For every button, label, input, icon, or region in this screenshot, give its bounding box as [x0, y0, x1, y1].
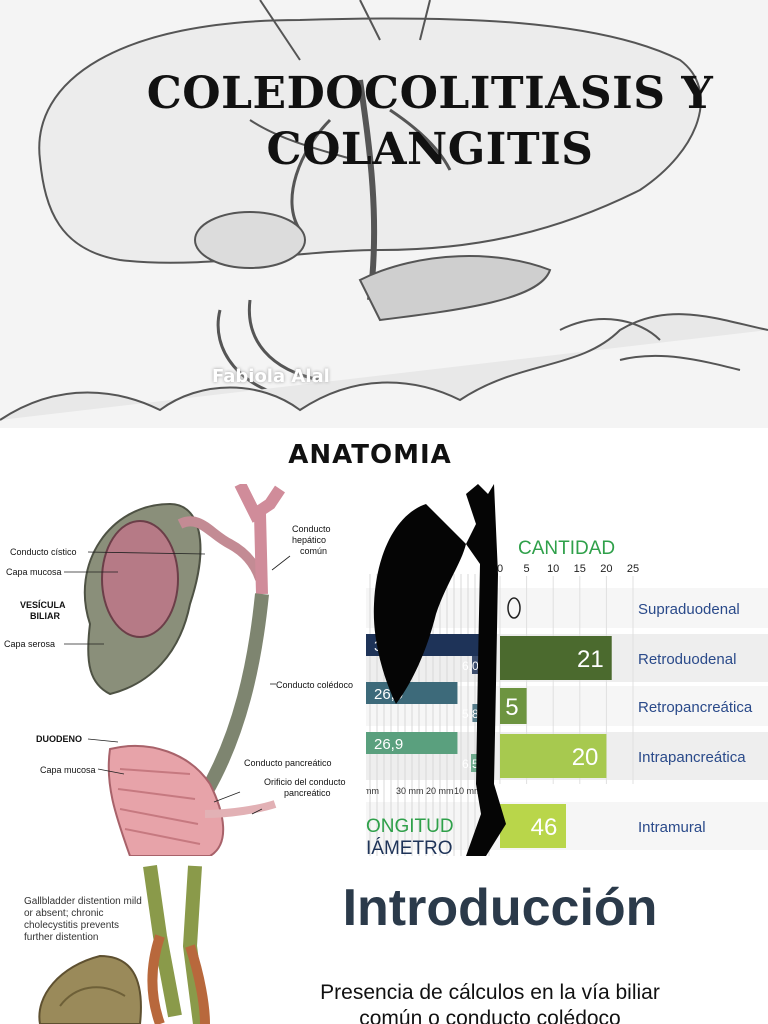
x-tick-label: 0: [497, 563, 503, 575]
mm-tick-label: 20 mm: [426, 786, 454, 796]
longitud-bar: [366, 732, 458, 754]
cantidad-value-label: 46: [531, 814, 558, 841]
label-gallbladder-1: VESÍCULA: [20, 600, 66, 610]
category-label: Retroduodenal: [638, 651, 736, 668]
body-line-2: común o conducto colédoco: [359, 1007, 621, 1024]
x-tick-label: 20: [600, 563, 612, 575]
intro-slide: Gallbladder distention mild or absent; c…: [0, 856, 768, 1024]
x-tick-label: 25: [627, 563, 639, 575]
category-label: Retropancreática: [638, 699, 753, 716]
diametro-value-label: 5,8: [462, 707, 479, 721]
longitud-value-label: 26,9: [374, 736, 403, 753]
cantidad-zero-marker: [507, 597, 521, 619]
label-orifice-1: Orificio del conducto: [264, 777, 346, 787]
anatomy-slide: ANATOMIA Conducto cístico Capa mucosa: [0, 428, 768, 856]
author-name: Fabiola Alal: [212, 366, 330, 387]
liver-illustration: [0, 0, 768, 421]
x-tick-label: 5: [524, 563, 530, 575]
category-label: Supraduodenal: [638, 601, 740, 618]
diametro-value-label: 6,0: [462, 659, 479, 673]
title-slide: COLEDOCOLITIASIS Y COLANGITIS Fabiola Al…: [0, 0, 768, 428]
chart-title: CANTIDAD: [518, 538, 615, 559]
x-tick-label: 10: [547, 563, 559, 575]
label-pancreatic-duct: Conducto pancreático: [244, 758, 332, 768]
body-line-1: Presencia de cálculos en la vía biliar: [320, 981, 660, 1004]
category-label: Intrapancreática: [638, 749, 746, 766]
label-duodenum-mucosa: Capa mucosa: [40, 765, 96, 775]
bile-duct-silhouette: [373, 484, 506, 856]
gallbladder-illustration: [38, 865, 210, 1024]
slide-title: COLEDOCOLITIASIS Y COLANGITIS: [146, 68, 714, 175]
label-hepatic-1: Conducto: [292, 524, 331, 534]
label-duodenum: DUODENO: [36, 734, 83, 744]
mm-tick-label: 10 mm: [454, 786, 482, 796]
slide-heading: Introducción: [342, 879, 658, 937]
slide-body: Presencia de cálculos en la vía biliar c…: [240, 980, 740, 1024]
cantidad-value-label: 20: [572, 744, 599, 771]
diametro-value-label: 6,5: [462, 757, 479, 771]
label-choledochus: Conducto colédoco: [276, 680, 354, 690]
diametro-axis-label: IÁMETRO: [366, 838, 453, 856]
cantidad-value-label: 5: [505, 694, 518, 721]
mm-tick-label: mm: [366, 786, 379, 796]
label-hepatic-2: hepático: [292, 535, 327, 545]
label-hepatic-3: común: [300, 546, 328, 556]
label-cystic-duct: Conducto cístico: [10, 547, 77, 557]
x-tick-label: 15: [574, 563, 586, 575]
cantidad-value-label: 21: [577, 646, 604, 673]
cantidad-bar: [500, 688, 527, 724]
cantidad-bar: [500, 636, 612, 680]
biliary-anatomy-illustration: [64, 484, 291, 856]
mm-tick-label: 30 mm: [396, 786, 424, 796]
label-gallbladder-2: BILIAR: [30, 611, 60, 621]
category-label: Intramural: [638, 819, 706, 836]
cantidad-bar: [500, 734, 607, 778]
label-orifice-2: pancreático: [284, 788, 331, 798]
illustration-note: Gallbladder distention mild or absent; c…: [24, 896, 142, 943]
longitud-axis-label: ONGITUD: [366, 816, 454, 837]
cantidad-bar: [500, 804, 566, 848]
label-serosa: Capa serosa: [4, 639, 56, 649]
label-mucosa: Capa mucosa: [6, 567, 62, 577]
slide-title: ANATOMIA: [288, 440, 452, 470]
